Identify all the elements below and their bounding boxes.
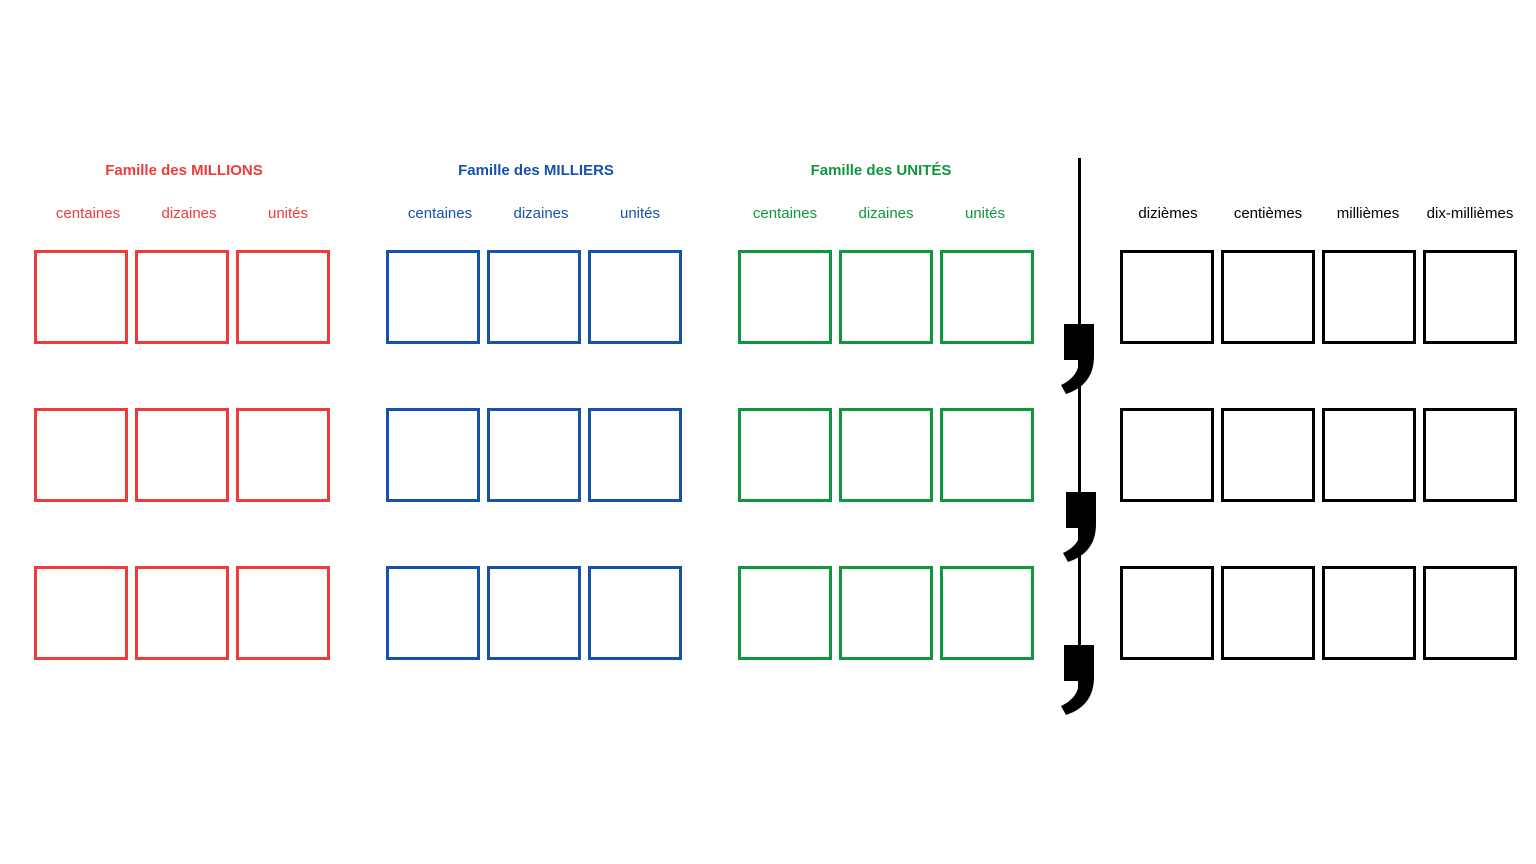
cell-decimal-col3-row2[interactable] <box>1322 408 1416 502</box>
cell-milliers-col2-row1[interactable] <box>487 250 581 344</box>
column-label-dix-milliemes: dix-millièmes <box>1426 205 1514 222</box>
column-label-unites-unites: unités <box>964 205 1006 222</box>
cell-decimal-col1-row2[interactable] <box>1120 408 1214 502</box>
column-label-millions-unites: unités <box>267 205 309 222</box>
cell-milliers-col2-row2[interactable] <box>487 408 581 502</box>
cell-milliers-col1-row3[interactable] <box>386 566 480 660</box>
cell-millions-col2-row2[interactable] <box>135 408 229 502</box>
cell-millions-col1-row1[interactable] <box>34 250 128 344</box>
cell-milliers-col1-row1[interactable] <box>386 250 480 344</box>
cell-decimal-col4-row1[interactable] <box>1423 250 1517 344</box>
cell-unites-col2-row3[interactable] <box>839 566 933 660</box>
cell-decimal-col2-row3[interactable] <box>1221 566 1315 660</box>
column-label-millions-dizaines: dizaines <box>161 205 217 222</box>
cell-decimal-col4-row2[interactable] <box>1423 408 1517 502</box>
cell-milliers-col1-row2[interactable] <box>386 408 480 502</box>
cell-milliers-col3-row1[interactable] <box>588 250 682 344</box>
cell-decimal-col4-row3[interactable] <box>1423 566 1517 660</box>
decimal-separator-line <box>1078 158 1081 698</box>
cell-decimal-col2-row1[interactable] <box>1221 250 1315 344</box>
column-label-millions-centaines: centaines <box>55 205 121 222</box>
family-title-millions: Famille des MILLIONS <box>105 162 263 179</box>
column-label-unites-dizaines: dizaines <box>858 205 914 222</box>
column-label-milliers-centaines: centaines <box>407 205 473 222</box>
cell-millions-col2-row1[interactable] <box>135 250 229 344</box>
cell-millions-col2-row3[interactable] <box>135 566 229 660</box>
cell-millions-col3-row1[interactable] <box>236 250 330 344</box>
cell-milliers-col2-row3[interactable] <box>487 566 581 660</box>
cell-milliers-col3-row3[interactable] <box>588 566 682 660</box>
decimal-comma-row-2 <box>1063 492 1096 562</box>
cell-unites-col2-row2[interactable] <box>839 408 933 502</box>
cell-unites-col3-row3[interactable] <box>940 566 1034 660</box>
cell-millions-col1-row2[interactable] <box>34 408 128 502</box>
cell-millions-col1-row3[interactable] <box>34 566 128 660</box>
column-label-milliemes: millièmes <box>1336 205 1400 222</box>
column-label-milliers-dizaines: dizaines <box>513 205 569 222</box>
cell-decimal-col1-row1[interactable] <box>1120 250 1214 344</box>
decimal-comma-row-3 <box>1061 645 1094 715</box>
column-label-diziemes: dizièmes <box>1138 205 1198 222</box>
cell-milliers-col3-row2[interactable] <box>588 408 682 502</box>
cell-unites-col3-row2[interactable] <box>940 408 1034 502</box>
cell-decimal-col2-row2[interactable] <box>1221 408 1315 502</box>
cell-millions-col3-row3[interactable] <box>236 566 330 660</box>
cell-unites-col2-row1[interactable] <box>839 250 933 344</box>
cell-decimal-col3-row1[interactable] <box>1322 250 1416 344</box>
cell-unites-col1-row1[interactable] <box>738 250 832 344</box>
family-title-milliers: Famille des MILLIERS <box>458 162 614 179</box>
cell-unites-col1-row3[interactable] <box>738 566 832 660</box>
column-label-milliers-unites: unités <box>619 205 661 222</box>
cell-decimal-col1-row3[interactable] <box>1120 566 1214 660</box>
column-label-centiemes: centièmes <box>1233 205 1303 222</box>
column-label-unites-centaines: centaines <box>752 205 818 222</box>
cell-unites-col1-row2[interactable] <box>738 408 832 502</box>
cell-unites-col3-row1[interactable] <box>940 250 1034 344</box>
family-title-unites: Famille des UNITÉS <box>810 162 952 179</box>
cell-decimal-col3-row3[interactable] <box>1322 566 1416 660</box>
decimal-comma-row-1 <box>1061 324 1094 394</box>
cell-millions-col3-row2[interactable] <box>236 408 330 502</box>
